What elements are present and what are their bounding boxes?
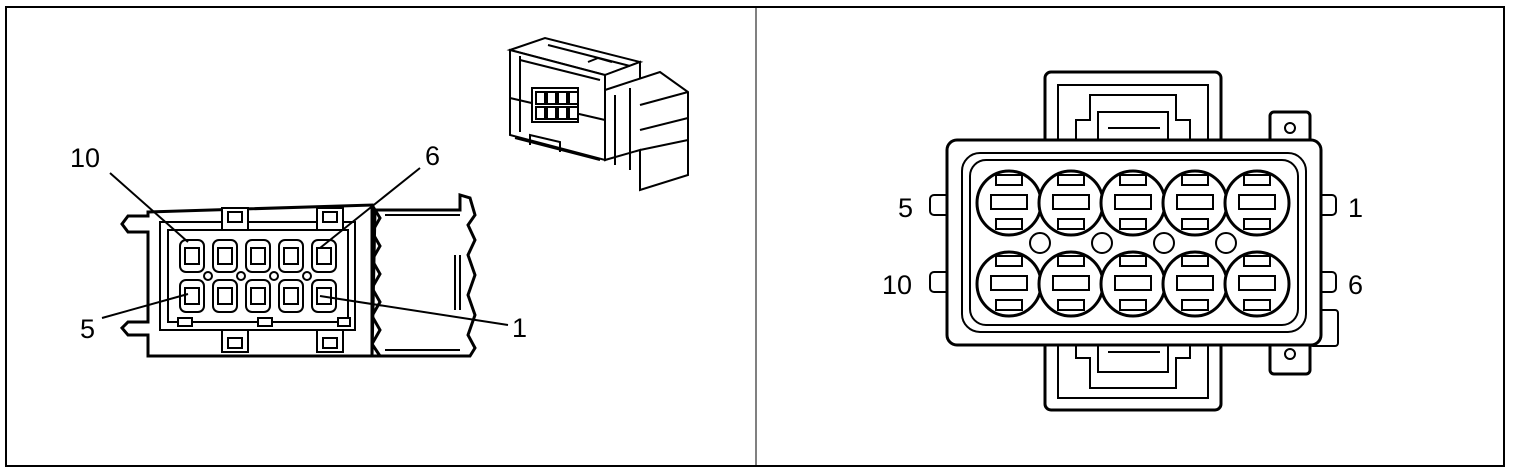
pin-label-5: 5 [80,314,95,344]
connector-face-view-left [119,192,477,358]
leader-line-10 [109,172,189,243]
leader-line-6 [319,167,421,249]
left-panel: 10 6 5 1 [70,36,689,358]
leader-line-5 [101,293,189,319]
connector-iso-thumbnail [506,36,689,192]
pin-label-10: 10 [70,143,100,173]
pin-label-1-right: 1 [1348,193,1363,223]
pin-label-6: 6 [425,141,440,171]
top-latch-frame [1043,70,1223,149]
pin-label-6-right: 6 [1348,270,1363,300]
iso-cavity-grid [535,91,579,120]
pin-label-1: 1 [512,313,527,343]
left-cavity-grid [179,239,337,313]
pin-label-10-right: 10 [882,270,912,300]
right-panel: 5 10 1 6 [882,70,1363,412]
pin-label-5-right: 5 [898,193,913,223]
outer-frame [5,6,1505,467]
right-cavity-grid [975,169,1291,318]
leader-line-1 [319,295,509,326]
bottom-latch-frame [1043,328,1223,412]
